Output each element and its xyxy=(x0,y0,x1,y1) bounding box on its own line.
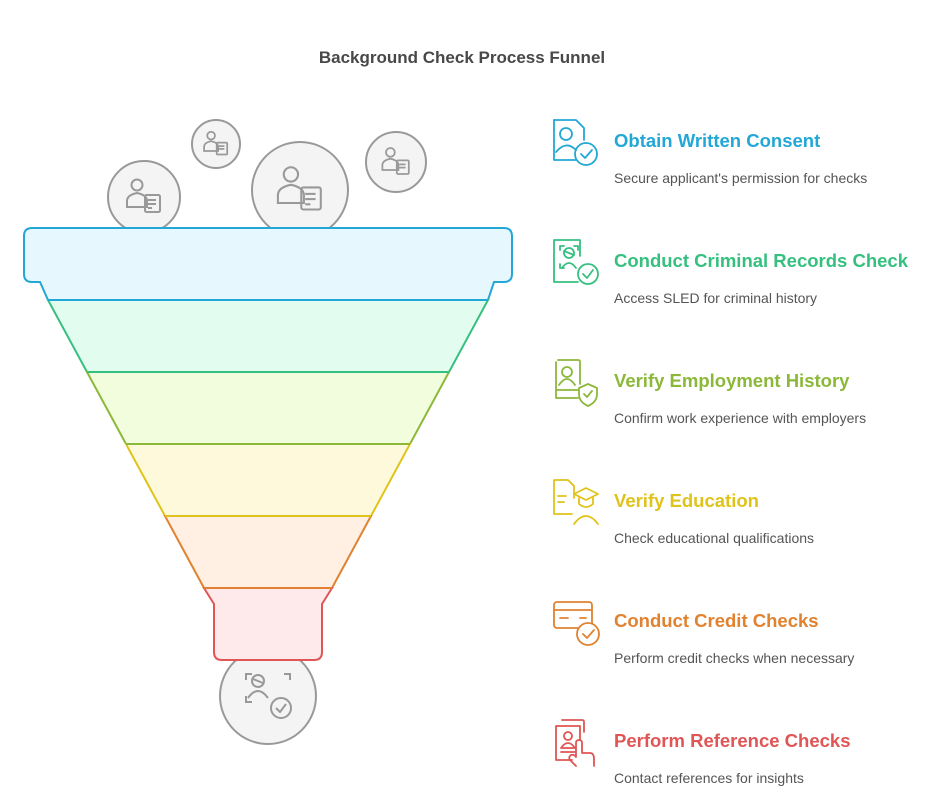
step-title: Perform Reference Checks xyxy=(614,730,851,751)
step-description: Contact references for insights xyxy=(614,770,804,786)
graduate-document-icon xyxy=(553,479,599,525)
credit-card-check-icon xyxy=(553,601,600,646)
page-title: Background Check Process Funnel xyxy=(318,48,606,67)
funnel-layer-2 xyxy=(46,299,490,373)
consent-document-check-icon xyxy=(553,119,598,166)
output-icon-circle xyxy=(219,647,317,745)
funnel-layer-5 xyxy=(163,515,373,589)
step-title: Conduct Criminal Records Check xyxy=(614,250,909,271)
employee-badge-shield-icon xyxy=(555,359,598,407)
reference-contact-hand-icon xyxy=(555,719,595,767)
applicant-document-icon xyxy=(203,130,229,156)
face-scan-check-icon xyxy=(553,239,599,285)
funnel-layers xyxy=(23,227,513,661)
step-description: Secure applicant's permission for checks xyxy=(614,170,868,186)
funnel-diagram xyxy=(23,119,513,745)
step-description: Confirm work experience with employers xyxy=(614,410,867,426)
verified-person-check-icon xyxy=(245,673,292,719)
applicant-document-icon xyxy=(381,147,410,175)
funnel-layer-6 xyxy=(202,587,334,661)
step-title: Conduct Credit Checks xyxy=(614,610,819,631)
applicant-icon-circle xyxy=(365,131,427,193)
step-title: Verify Education xyxy=(614,490,759,511)
applicant-icon-circle xyxy=(191,119,241,169)
applicant-icon-circle xyxy=(251,141,349,239)
applicant-icon-circle xyxy=(107,160,181,234)
step-title: Obtain Written Consent xyxy=(614,130,821,151)
funnel-layer-4 xyxy=(124,443,412,517)
funnel-layer-1 xyxy=(23,227,513,301)
step-description: Access SLED for criminal history xyxy=(614,290,818,306)
applicant-document-icon xyxy=(126,178,161,213)
step-description: Perform credit checks when necessary xyxy=(614,650,855,666)
step-title: Verify Employment History xyxy=(614,370,850,391)
step-description: Check educational qualifications xyxy=(614,530,815,546)
applicant-document-icon xyxy=(276,166,322,211)
funnel-layer-3 xyxy=(85,371,451,445)
